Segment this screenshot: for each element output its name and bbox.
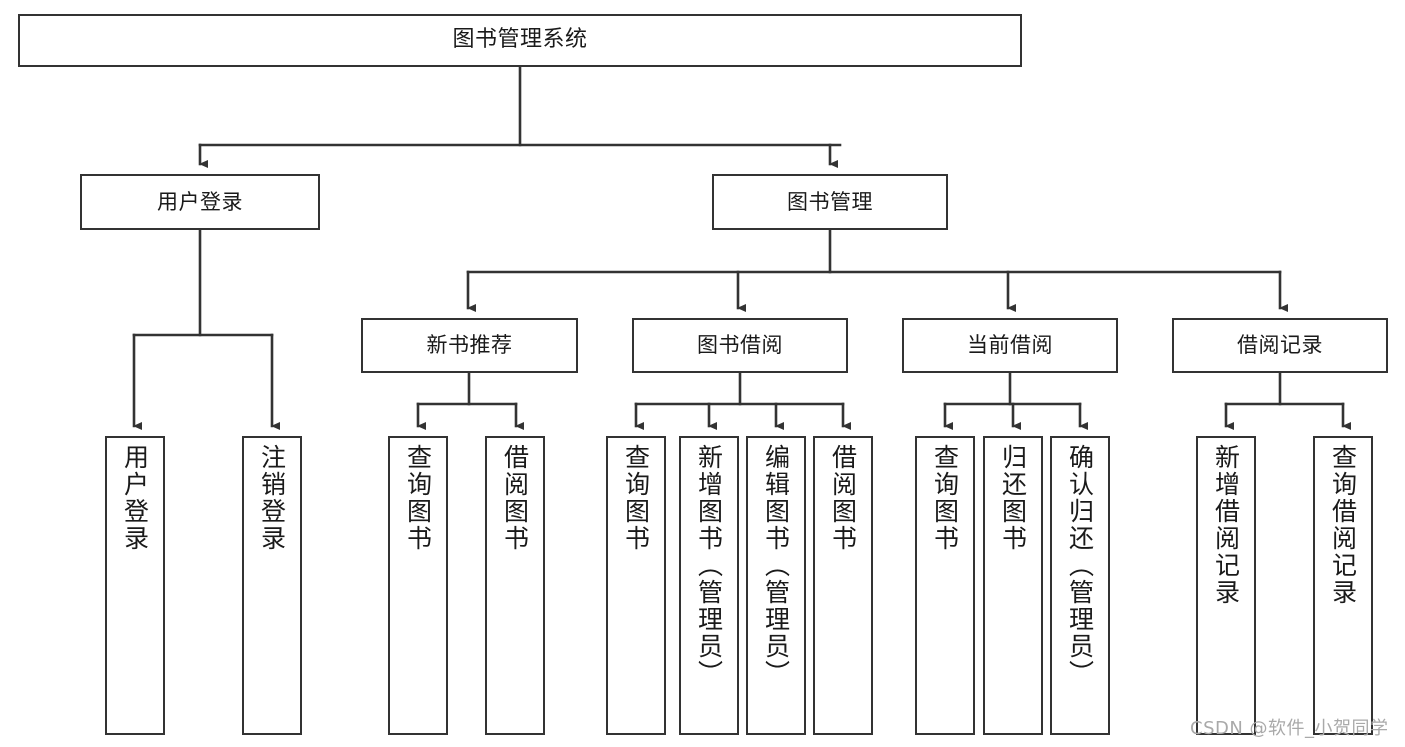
leaf-add-book-admin-label: 新增图书（管理员）	[694, 444, 724, 687]
leaf-query-book-current-label: 查询图书	[930, 444, 960, 552]
leaf-add-borrow-record[interactable]: 新增借阅记录	[1196, 436, 1256, 735]
leaf-user-login[interactable]: 用户登录	[105, 436, 165, 735]
leaf-add-book-admin[interactable]: 新增图书（管理员）	[679, 436, 739, 735]
node-user-login-label: 用户登录	[157, 189, 243, 214]
leaf-query-borrow-record[interactable]: 查询借阅记录	[1313, 436, 1373, 735]
leaf-borrow-book-newbook[interactable]: 借阅图书	[485, 436, 545, 735]
leaf-edit-book-admin-label: 编辑图书（管理员）	[761, 444, 791, 687]
leaf-query-book-current[interactable]: 查询图书	[915, 436, 975, 735]
node-borrow-records-label: 借阅记录	[1237, 333, 1323, 358]
node-book-borrow-label: 图书借阅	[697, 333, 783, 358]
node-user-login[interactable]: 用户登录	[80, 174, 320, 230]
leaf-borrow-book-label: 借阅图书	[828, 444, 858, 552]
leaf-logout-label: 注销登录	[257, 444, 287, 552]
node-book-management[interactable]: 图书管理	[712, 174, 948, 230]
node-book-management-label: 图书管理	[787, 189, 873, 214]
leaf-query-book-borrow[interactable]: 查询图书	[606, 436, 666, 735]
node-current-borrow[interactable]: 当前借阅	[902, 318, 1118, 373]
node-current-borrow-label: 当前借阅	[967, 333, 1053, 358]
leaf-query-book-newbook[interactable]: 查询图书	[388, 436, 448, 735]
leaf-add-borrow-record-label: 新增借阅记录	[1211, 444, 1241, 606]
leaf-query-book-newbook-label: 查询图书	[403, 444, 433, 552]
node-new-book-recommend-label: 新书推荐	[426, 333, 513, 358]
node-root-label: 图书管理系统	[452, 27, 588, 53]
leaf-return-book-label: 归还图书	[998, 444, 1028, 552]
leaf-confirm-return-admin[interactable]: 确认归还（管理员）	[1050, 436, 1110, 735]
leaf-query-book-borrow-label: 查询图书	[621, 444, 651, 552]
leaf-return-book[interactable]: 归还图书	[983, 436, 1043, 735]
leaf-confirm-return-admin-label: 确认归还（管理员）	[1065, 444, 1095, 687]
leaf-user-login-label: 用户登录	[120, 444, 150, 552]
node-new-book-recommend[interactable]: 新书推荐	[361, 318, 578, 373]
node-borrow-records[interactable]: 借阅记录	[1172, 318, 1388, 373]
leaf-edit-book-admin[interactable]: 编辑图书（管理员）	[746, 436, 806, 735]
watermark-text: CSDN @软件_小贺同学	[1190, 718, 1389, 739]
leaf-borrow-book[interactable]: 借阅图书	[813, 436, 873, 735]
leaf-borrow-book-newbook-label: 借阅图书	[500, 444, 530, 552]
leaf-logout[interactable]: 注销登录	[242, 436, 302, 735]
node-book-borrow[interactable]: 图书借阅	[632, 318, 848, 373]
node-root[interactable]: 图书管理系统	[18, 14, 1022, 67]
leaf-query-borrow-record-label: 查询借阅记录	[1328, 444, 1358, 606]
